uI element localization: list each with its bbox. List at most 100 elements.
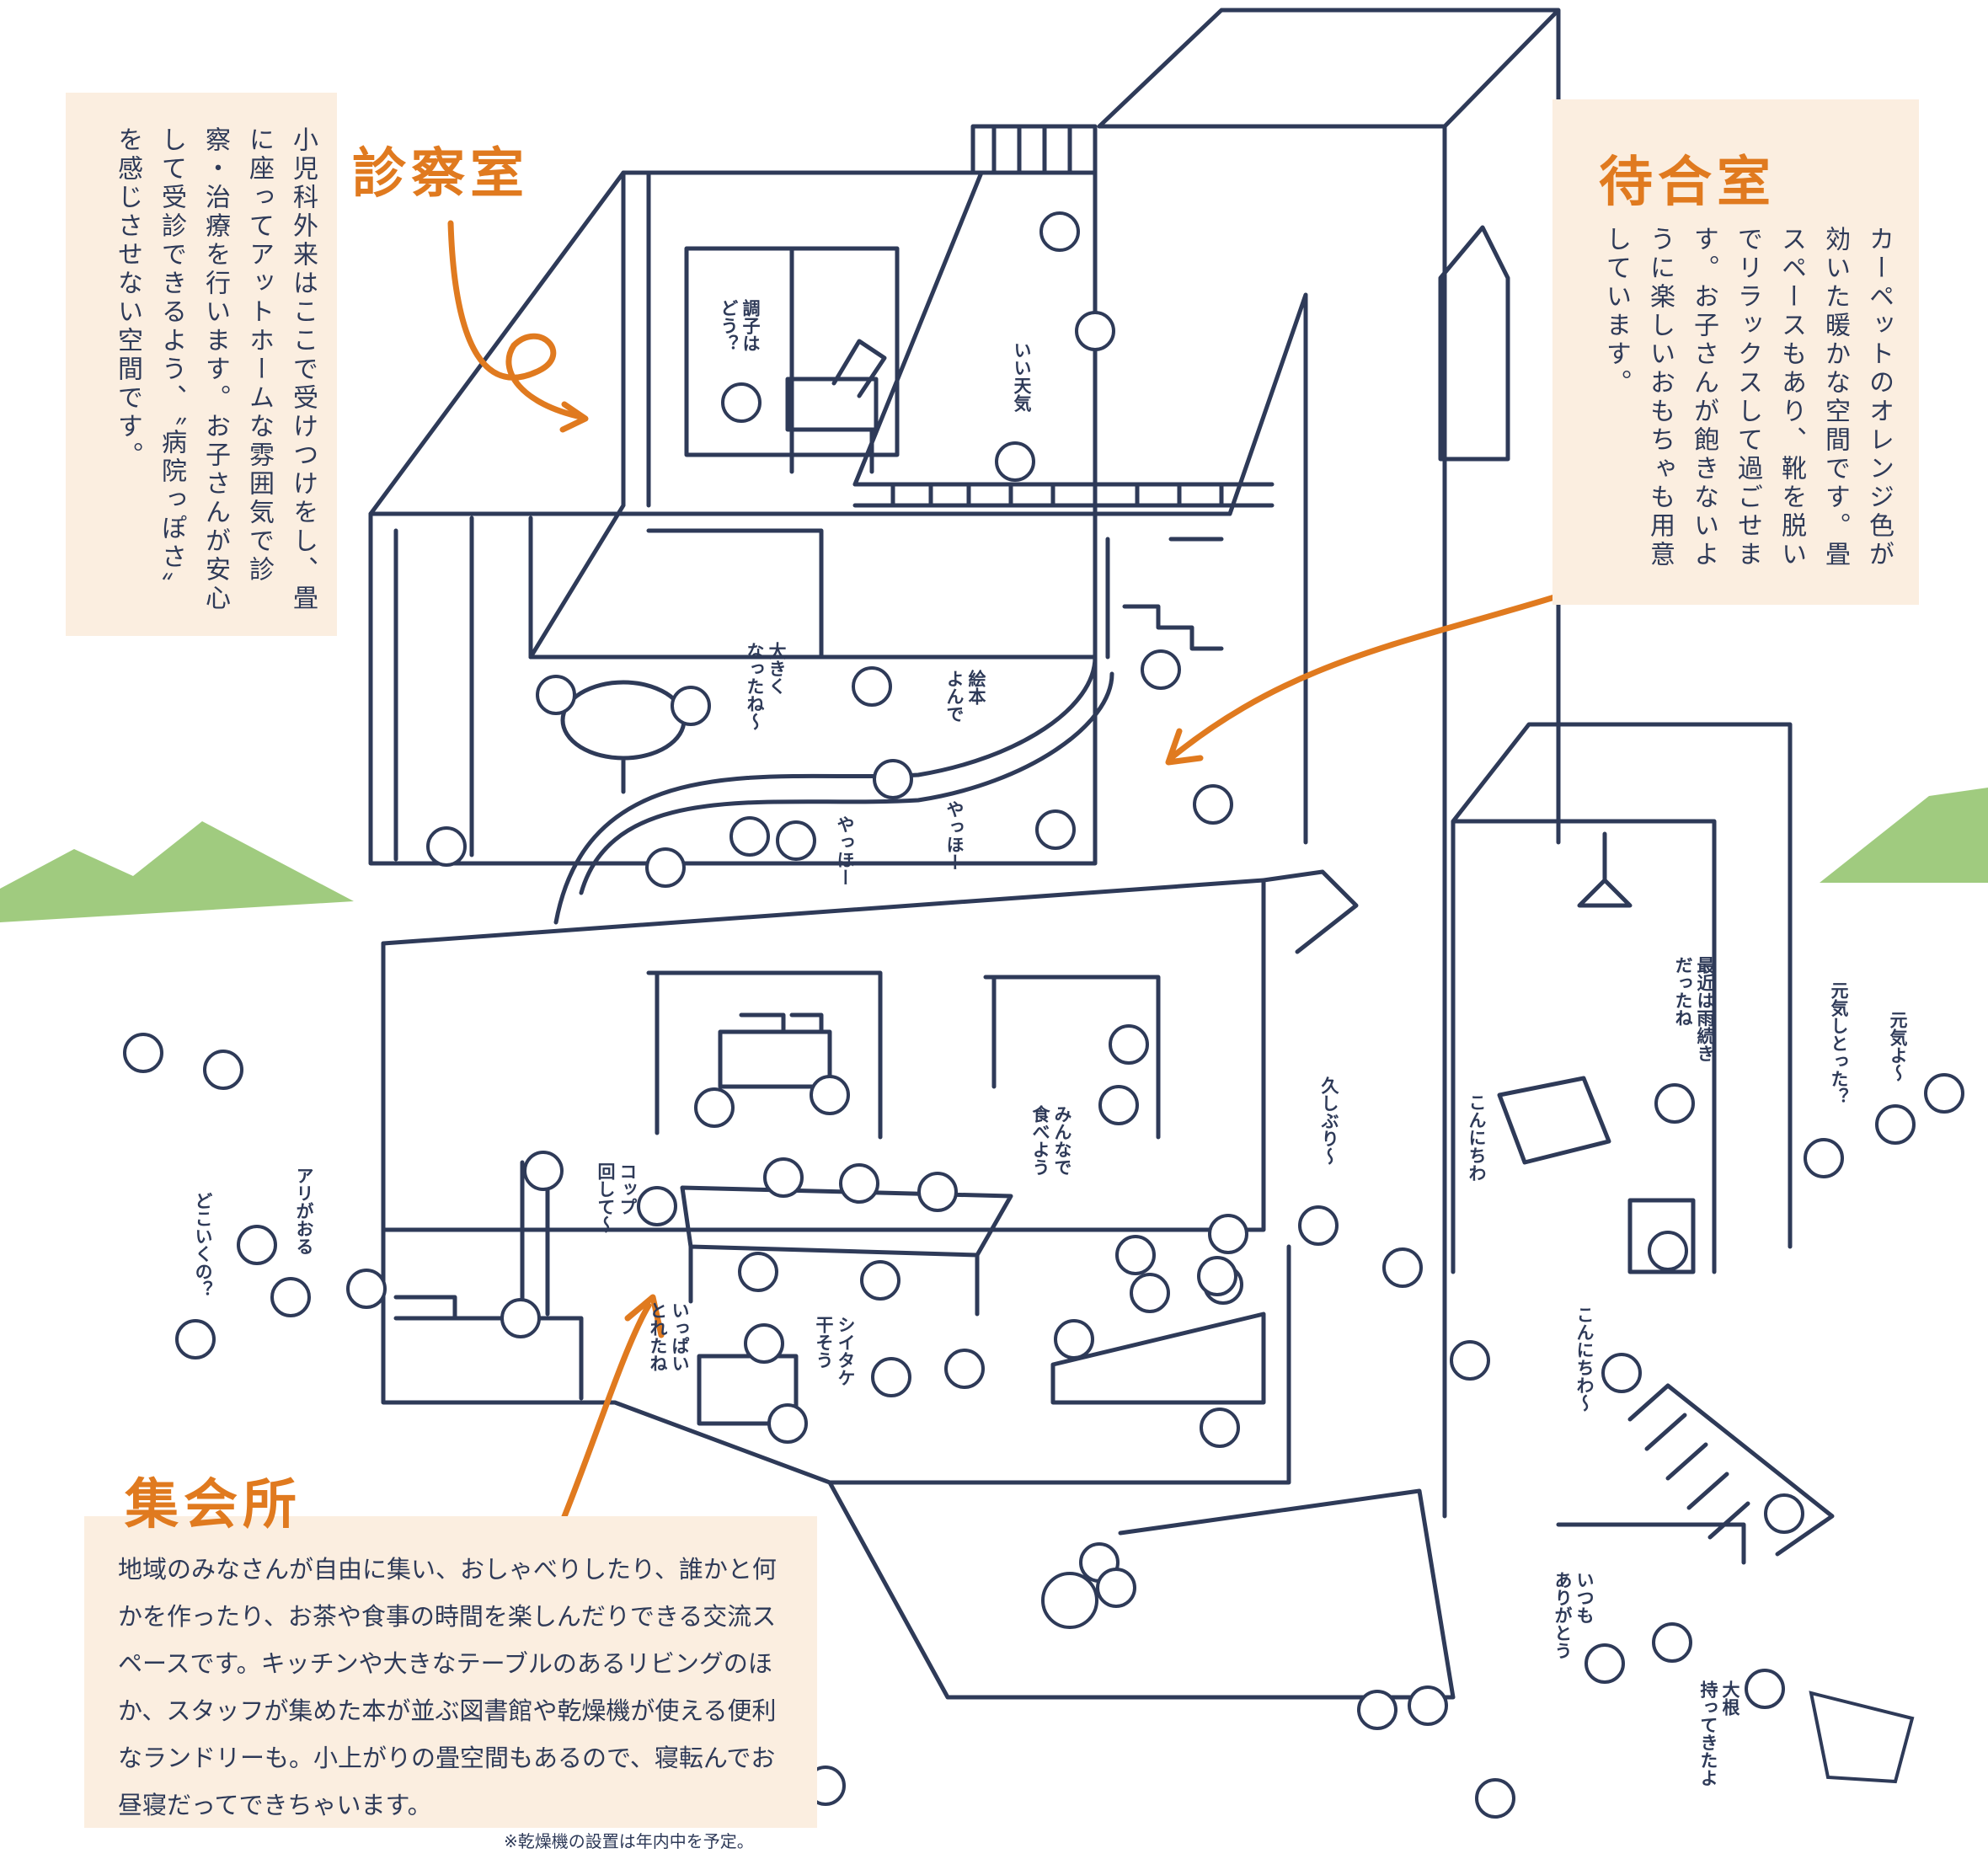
speech-label: 元気しとった？: [1829, 981, 1849, 1105]
character: [763, 1157, 804, 1198]
character: [1197, 1256, 1237, 1296]
character: [175, 1319, 216, 1360]
hall-description: 地域のみなさんが自由に集い、おしゃべりしたり、誰かと何かを作ったり、お茶や食事の…: [118, 1555, 777, 1819]
character: [1298, 1205, 1339, 1246]
waiting-heading: 待合室: [1599, 152, 1776, 214]
speech-label: やっほー: [835, 815, 855, 886]
speech-label: 大根 持ってきたよ: [1698, 1680, 1740, 1787]
character: [944, 1349, 985, 1389]
hall-panel: [84, 1516, 817, 1828]
character: [346, 1269, 387, 1309]
big-table: [680, 1185, 1013, 1317]
character: [1804, 1138, 1844, 1178]
character: [1652, 1622, 1692, 1663]
clinic-heading: 診察室: [352, 143, 529, 206]
character: [1450, 1340, 1490, 1381]
character: [1357, 1690, 1397, 1730]
character: [1098, 1085, 1139, 1125]
clinic-panel: [66, 93, 337, 636]
speech-label: 元気よ～: [1888, 1011, 1908, 1082]
speech-label: いい天気: [1012, 341, 1032, 412]
laptop: [831, 339, 887, 398]
round-table: [560, 680, 687, 794]
character: [1924, 1073, 1964, 1114]
character: [203, 1050, 243, 1090]
speech-label: 調子は どう？: [719, 299, 761, 352]
character: [744, 1323, 784, 1364]
character: [694, 1087, 735, 1128]
character: [1208, 1214, 1248, 1254]
laundry-room: [983, 975, 1161, 1140]
speech-label: こんにちわ: [1467, 1093, 1487, 1182]
lamp: [1577, 831, 1633, 908]
character: [536, 675, 576, 715]
speech-label: やっほー: [944, 800, 965, 871]
character: [767, 1403, 808, 1444]
character: [123, 1033, 163, 1073]
character: [873, 759, 913, 799]
speech-label: シイタケ 干そう: [814, 1316, 856, 1386]
character: [852, 666, 892, 707]
ramp: [827, 1480, 1456, 1700]
character: [645, 847, 686, 888]
character: [917, 1172, 958, 1212]
railing: [852, 482, 1275, 508]
character: [523, 1151, 564, 1191]
character: [1585, 1643, 1625, 1684]
character: [810, 1075, 850, 1115]
character: [1654, 1083, 1695, 1124]
character: [871, 1357, 911, 1397]
speech-label: アリがおる: [294, 1167, 314, 1255]
speech-label: いつも ありがとう: [1552, 1571, 1595, 1659]
drum: [1627, 1198, 1696, 1274]
steps: [1627, 1383, 1835, 1557]
speech-label: こんにちわ～: [1574, 1306, 1595, 1412]
character: [1039, 211, 1080, 252]
character: [1096, 1568, 1136, 1608]
speech-label: 最近は雨続き だったね: [1673, 956, 1715, 1062]
character: [671, 686, 711, 726]
wheelchair-wheel: [1041, 1572, 1098, 1629]
character: [1875, 1104, 1916, 1145]
cart: [1809, 1691, 1915, 1784]
speech-label: いっぱい とれたね: [648, 1301, 690, 1372]
speech-label: 久しぶり～: [1319, 1076, 1339, 1165]
character: [1075, 311, 1115, 351]
character: [738, 1252, 778, 1292]
character: [1601, 1353, 1642, 1393]
kitchen: [393, 1151, 584, 1401]
character: [1130, 1273, 1170, 1313]
character: [1382, 1247, 1423, 1288]
bookshelf: [718, 1012, 832, 1089]
clinic-window: [684, 246, 900, 457]
character: [721, 382, 762, 423]
arrow-clinic: [447, 220, 585, 420]
character: [1141, 649, 1181, 690]
carpet-curve: [553, 654, 1098, 925]
character: [1408, 1685, 1448, 1726]
speech-label: 絵本 よんで: [944, 670, 986, 723]
waiting-description: カーペットのオレンジ色が効いた暖かな空間です。畳スペースもあり、靴を脱いでリラッ…: [1601, 226, 1894, 569]
character: [1200, 1408, 1240, 1448]
right-hill: [1820, 788, 1988, 883]
character: [860, 1260, 900, 1301]
character: [995, 441, 1035, 482]
character: [1745, 1669, 1785, 1709]
upper-floor: [368, 170, 1098, 866]
footnote: ※乾燥機の設置は年内中を予定。: [504, 1831, 754, 1851]
character: [1648, 1231, 1688, 1271]
character: [1035, 809, 1076, 850]
character: [237, 1225, 277, 1265]
side-hut: [1451, 722, 1793, 1274]
washer: [1497, 1076, 1611, 1165]
arrow-waiting: [1168, 574, 1621, 761]
inner-room-upper: [646, 528, 1224, 660]
library-room: [646, 970, 883, 1140]
rooftop-railing: [970, 124, 1098, 175]
character: [426, 826, 467, 867]
character: [500, 1298, 541, 1338]
character: [776, 820, 816, 861]
speech-label: 大きく なったね～: [745, 642, 787, 730]
speech-label: どこいくの？: [193, 1192, 213, 1298]
character: [637, 1186, 677, 1226]
